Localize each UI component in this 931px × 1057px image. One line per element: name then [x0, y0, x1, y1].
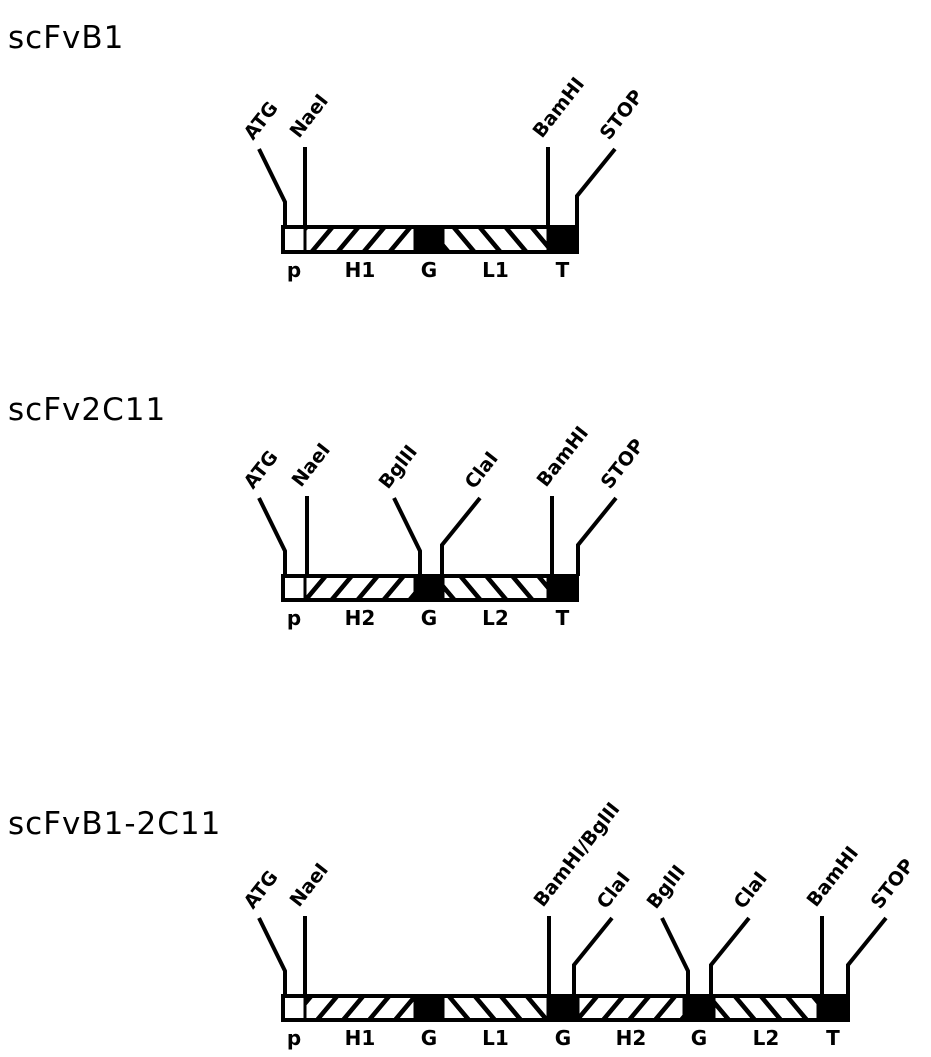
site-bamhi: BamHI [803, 842, 863, 996]
segment-label: L2 [482, 606, 509, 630]
segment-g: G [413, 574, 445, 630]
site-label: NaeI [286, 859, 333, 911]
segment-h2: H2 [576, 994, 686, 1050]
construct-title-scfvb1: scFvB1 [8, 20, 125, 56]
segment-g: G [546, 994, 580, 1050]
site-label: NaeI [288, 439, 335, 491]
segment-label: G [421, 606, 437, 630]
segment-label: H1 [345, 258, 376, 282]
segment-label: H1 [345, 1026, 376, 1050]
site-label: BamHI [529, 73, 589, 142]
site-label: BglII [375, 441, 422, 493]
site-clai: ClaI [440, 448, 503, 576]
segment-p: p [281, 994, 307, 1050]
site-stop: STOP [576, 435, 649, 576]
segment-h1: H1 [303, 994, 417, 1050]
site-stop: STOP [575, 86, 648, 227]
segment-p: p [281, 574, 307, 630]
site-bamhi: BamHI [533, 422, 593, 576]
segment-l1: L1 [441, 994, 550, 1050]
site-label: NaeI [286, 90, 333, 142]
segment-t: T [546, 574, 579, 630]
segment-l2: L2 [441, 574, 550, 630]
segment-label: T [556, 606, 570, 630]
segment-label: H2 [345, 606, 376, 630]
site-naei: NaeI [286, 90, 333, 227]
site-bglii: BglII [375, 441, 422, 576]
segment-g: G [413, 225, 445, 282]
site-stop: STOP [846, 855, 919, 996]
site-clai: ClaI [709, 868, 772, 996]
segment-label: T [556, 258, 570, 282]
segment-label: G [555, 1026, 571, 1050]
site-clai: ClaI [572, 868, 635, 996]
segment-g: G [413, 994, 445, 1050]
site-atg: ATG [240, 867, 287, 996]
site-label: ATG [240, 867, 283, 913]
site-label: BglII [643, 861, 690, 913]
construct-title-scfv2c11: scFv2C11 [8, 392, 167, 428]
site-label: ATG [240, 447, 283, 493]
segment-label: G [421, 258, 437, 282]
segment-t: T [816, 994, 850, 1050]
site-label: STOP [597, 435, 649, 493]
site-atg: ATG [240, 447, 287, 576]
segment-g: G [682, 994, 716, 1050]
site-label: ClaI [730, 868, 772, 913]
site-label: ClaI [593, 868, 635, 913]
segment-h2: H2 [303, 574, 417, 630]
segment-label: L1 [482, 1026, 509, 1050]
site-label: BamHI [533, 422, 593, 491]
segment-label: p [287, 1026, 301, 1050]
segment-label: p [287, 606, 301, 630]
site-bamhi: BamHI [529, 73, 589, 227]
site-atg: ATG [240, 98, 287, 227]
segment-h1: H1 [303, 225, 417, 282]
segment-l1: L1 [441, 225, 550, 282]
site-label: BamHI [803, 842, 863, 911]
segment-label: H2 [616, 1026, 647, 1050]
site-label: STOP [867, 855, 919, 913]
site-label: STOP [596, 86, 648, 144]
segment-label: p [287, 258, 301, 282]
segment-label: T [826, 1026, 840, 1050]
segment-label: L2 [753, 1026, 780, 1050]
site-naei: NaeI [288, 439, 335, 576]
segment-p: p [281, 225, 307, 282]
segment-label: L1 [482, 258, 509, 282]
segment-label: G [421, 1026, 437, 1050]
segment-label: G [691, 1026, 707, 1050]
segment-l2: L2 [712, 994, 820, 1050]
site-label: ClaI [461, 448, 503, 493]
construct-title-scfvb1-2c11: scFvB1-2C11 [8, 806, 222, 842]
site-naei: NaeI [286, 859, 333, 996]
site-bglii: BglII [643, 861, 690, 996]
segment-t: T [546, 225, 579, 282]
site-label: ATG [240, 98, 283, 144]
